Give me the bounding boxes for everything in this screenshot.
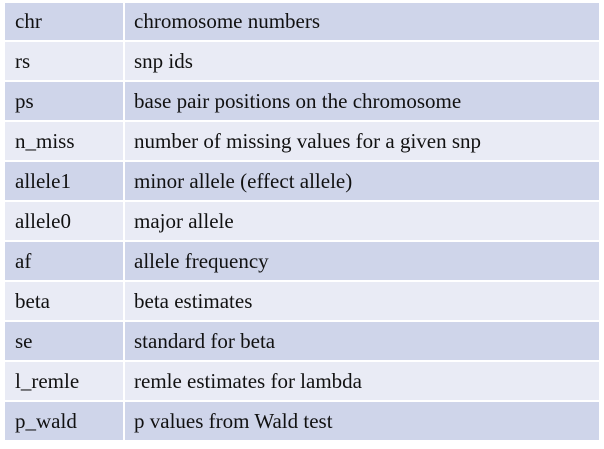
variable-name-cell: chr bbox=[5, 3, 123, 40]
table-row: l_remle remle estimates for lambda bbox=[5, 362, 599, 400]
variable-description-cell: allele frequency bbox=[125, 242, 599, 280]
variable-name-cell: n_miss bbox=[5, 122, 123, 160]
variable-description-cell: number of missing values for a given snp bbox=[125, 122, 599, 160]
variable-name-cell: se bbox=[5, 322, 123, 360]
variable-definitions-table: chr chromosome numbers rs snp ids ps bas… bbox=[5, 3, 599, 442]
variable-description-cell: chromosome numbers bbox=[125, 3, 599, 40]
variable-name-cell: beta bbox=[5, 282, 123, 320]
variable-name-cell: ps bbox=[5, 82, 123, 120]
variable-description-cell: remle estimates for lambda bbox=[125, 362, 599, 400]
table-row: se standard for beta bbox=[5, 322, 599, 360]
variable-name-cell: af bbox=[5, 242, 123, 280]
variable-name-cell: rs bbox=[5, 42, 123, 80]
variable-description-cell: p values from Wald test bbox=[125, 402, 599, 440]
variable-description-cell: minor allele (effect allele) bbox=[125, 162, 599, 200]
variable-name-cell: p_wald bbox=[5, 402, 123, 440]
table-row: allele1 minor allele (effect allele) bbox=[5, 162, 599, 200]
variable-description-cell: beta estimates bbox=[125, 282, 599, 320]
table-row: rs snp ids bbox=[5, 42, 599, 80]
variable-description-cell: standard for beta bbox=[125, 322, 599, 360]
variable-name-cell: allele0 bbox=[5, 202, 123, 240]
table-row: beta beta estimates bbox=[5, 282, 599, 320]
variable-description-cell: major allele bbox=[125, 202, 599, 240]
variable-description-cell: base pair positions on the chromosome bbox=[125, 82, 599, 120]
table-row: ps base pair positions on the chromosome bbox=[5, 82, 599, 120]
table-row: af allele frequency bbox=[5, 242, 599, 280]
table-row: p_wald p values from Wald test bbox=[5, 402, 599, 440]
variable-name-cell: l_remle bbox=[5, 362, 123, 400]
table-row: allele0 major allele bbox=[5, 202, 599, 240]
table-row: n_miss number of missing values for a gi… bbox=[5, 122, 599, 160]
variable-description-cell: snp ids bbox=[125, 42, 599, 80]
variable-name-cell: allele1 bbox=[5, 162, 123, 200]
table-row: chr chromosome numbers bbox=[5, 3, 599, 40]
